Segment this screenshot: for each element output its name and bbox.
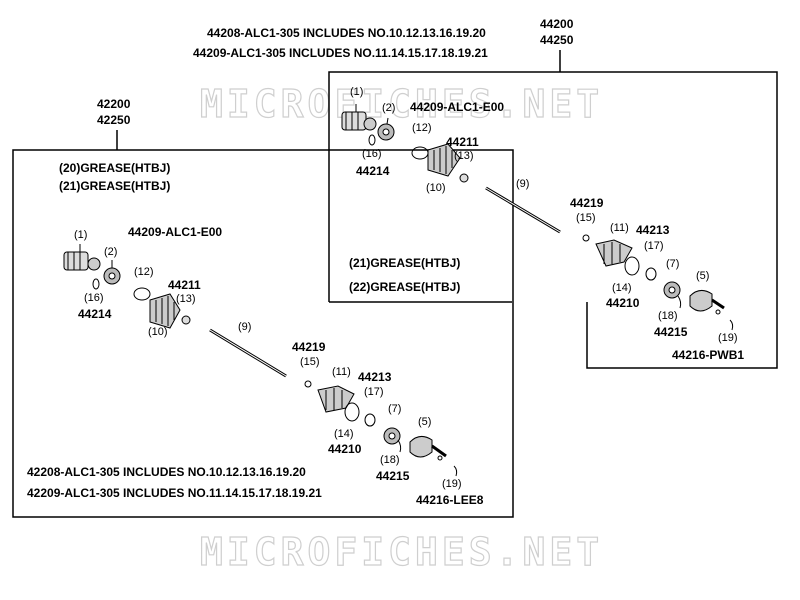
left-part-number-1: 42200 — [97, 97, 131, 111]
right-includes-line-2: 44209-ALC1-305 INCLUDES NO.11.14.15.17.1… — [193, 46, 488, 60]
right-callout-1: (1) — [350, 86, 364, 98]
right-part-44219: 44219 — [570, 196, 604, 210]
left-callout-2: (2) — [104, 246, 118, 258]
right-part-44216: 44216-PWB1 — [672, 348, 745, 362]
right-callout-14: (14) — [612, 282, 632, 294]
left-callout-7: (7) — [388, 403, 402, 415]
right-part-number-1: 44200 — [540, 17, 574, 31]
right-parts — [341, 104, 734, 331]
left-part-44219: 44219 — [292, 340, 326, 354]
left-part-44213: 44213 — [358, 370, 392, 384]
left-callout-10: (10) — [148, 326, 168, 338]
right-kit-label: 44209-ALC1-E00 — [410, 100, 505, 114]
right-callout-13: (13) — [454, 150, 474, 162]
left-includes-line-1: 42208-ALC1-305 INCLUDES NO.10.12.13.16.1… — [27, 465, 306, 479]
right-callout-15: (15) — [576, 212, 596, 224]
right-callout-19: (19) — [718, 332, 738, 344]
right-frame — [328, 71, 778, 369]
right-callout-11: (11) — [610, 222, 629, 234]
left-callout-5: (5) — [418, 416, 432, 428]
right-callout-9: (9) — [516, 178, 530, 190]
right-callout-10: (10) — [426, 182, 446, 194]
left-part-44215: 44215 — [376, 469, 410, 483]
left-callout-14: (14) — [334, 428, 354, 440]
left-kit-label: 44209-ALC1-E00 — [128, 225, 223, 239]
right-callout-12: (12) — [412, 122, 432, 134]
left-callout-13: (13) — [176, 293, 196, 305]
right-part-44214: 44214 — [356, 164, 390, 178]
right-callout-16: (16) — [362, 148, 382, 160]
left-callout-18: (18) — [380, 454, 400, 466]
right-grease-1: (21)GREASE(HTBJ) — [349, 256, 461, 270]
right-callout-2: (2) — [382, 102, 396, 114]
right-joint-1 — [341, 111, 377, 131]
left-part-44210: 44210 — [328, 442, 362, 456]
right-part-44210: 44210 — [606, 296, 640, 310]
left-includes-line-2: 42209-ALC1-305 INCLUDES NO.11.14.15.17.1… — [27, 486, 322, 500]
left-callout-12: (12) — [134, 266, 154, 278]
left-callout-11: (11) — [332, 366, 351, 378]
left-part-44216: 44216-LEE8 — [416, 493, 484, 507]
right-part-44213: 44213 — [636, 223, 670, 237]
left-frame — [12, 149, 514, 518]
left-callout-17: (17) — [364, 386, 384, 398]
watermark-top: MICROFICHES.NET — [199, 81, 604, 126]
left-callout-16: (16) — [84, 292, 104, 304]
right-callout-18: (18) — [658, 310, 678, 322]
left-grease-1: (20)GREASE(HTBJ) — [59, 161, 171, 175]
right-includes-line-1: 44208-ALC1-305 INCLUDES NO.10.12.13.16.1… — [207, 26, 486, 40]
right-part-number-2: 44250 — [540, 33, 574, 47]
left-callout-1: (1) — [74, 229, 88, 241]
left-callout-9: (9) — [238, 321, 252, 333]
right-part-44211: 44211 — [446, 135, 479, 149]
right-grease-2: (22)GREASE(HTBJ) — [349, 280, 461, 294]
right-part-44215: 44215 — [654, 325, 688, 339]
left-part-44211: 44211 — [168, 278, 201, 292]
left-part-44214: 44214 — [78, 307, 112, 321]
left-grease-2: (21)GREASE(HTBJ) — [59, 179, 171, 193]
left-callout-19: (19) — [442, 478, 462, 490]
right-callout-5: (5) — [696, 270, 710, 282]
left-parts — [63, 244, 458, 477]
watermark-bottom: MICROFICHES.NET — [199, 529, 604, 574]
left-callout-15: (15) — [300, 356, 320, 368]
left-part-number-2: 42250 — [97, 113, 131, 127]
right-callout-7: (7) — [666, 258, 680, 270]
right-callout-17: (17) — [644, 240, 664, 252]
left-joint-1 — [63, 251, 101, 271]
